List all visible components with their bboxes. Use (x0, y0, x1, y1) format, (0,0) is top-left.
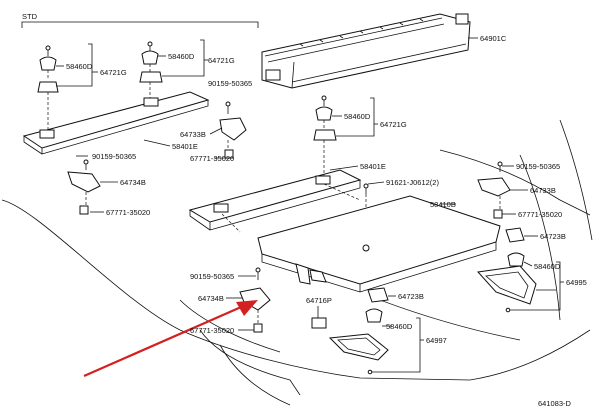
label-64734B-b: 64734B (198, 294, 224, 303)
lower-fasteners (239, 267, 389, 375)
label-90159-d: 90159-50365 (190, 272, 234, 281)
label-90159-c: 90159-50365 (516, 162, 560, 171)
label-58410B: 58410B (430, 200, 456, 209)
label-64997: 64997 (426, 336, 447, 345)
middle-panel (188, 169, 362, 233)
right-fasteners (477, 161, 537, 313)
deck-board (257, 195, 501, 293)
label-67771-b: 67771-35020 (106, 208, 150, 217)
label-58460D-e: 58460D (386, 322, 413, 331)
label-90159-b: 90159-50365 (92, 152, 136, 161)
tonneau-cover (261, 13, 471, 89)
label-64723B-b: 64723B (398, 292, 424, 301)
label-91621: 91621-J0612(2) (386, 178, 439, 187)
label-64995: 64995 (566, 278, 587, 287)
label-58460D-c: 58460D (344, 112, 371, 121)
label-58460D-b: 58460D (168, 52, 195, 61)
label-64901C: 64901C (480, 34, 507, 43)
label-64723B-a: 64723B (540, 232, 566, 241)
car-body-outline (1, 119, 593, 406)
label-64733B-a: 64733B (180, 130, 206, 139)
label-64716P: 64716P (306, 296, 332, 305)
label-64734B-a: 64734B (120, 178, 146, 187)
label-64721G-c: 64721G (380, 120, 407, 129)
middle-fasteners (313, 95, 369, 246)
label-58401E-b: 58401E (360, 162, 386, 171)
label-67771-c: 67771-35020 (518, 210, 562, 219)
callout-arrow (83, 300, 258, 378)
label-58460D-a: 58460D (66, 62, 93, 71)
label-58460D-d: 58460D (534, 262, 561, 271)
upper-left-panel (22, 91, 210, 155)
std-label: STD (22, 12, 38, 21)
label-67771-d: 67771-35020 (190, 326, 234, 335)
diagram-code: 641083-D (538, 399, 572, 408)
label-90159-a: 90159-50365 (208, 79, 252, 88)
label-64721G-a: 64721G (100, 68, 127, 77)
label-67771-a: 67771-35020 (190, 154, 234, 163)
part-labels: 58460D 64721G 58460D 64721G 90159-50365 … (66, 34, 587, 345)
std-bracket: STD (21, 12, 259, 28)
label-58401E-a: 58401E (172, 142, 198, 151)
label-64733B-b: 64733B (530, 186, 556, 195)
leader-lines (56, 37, 564, 373)
upper-left-fasteners (37, 41, 247, 215)
label-64721G-b: 64721G (208, 56, 235, 65)
